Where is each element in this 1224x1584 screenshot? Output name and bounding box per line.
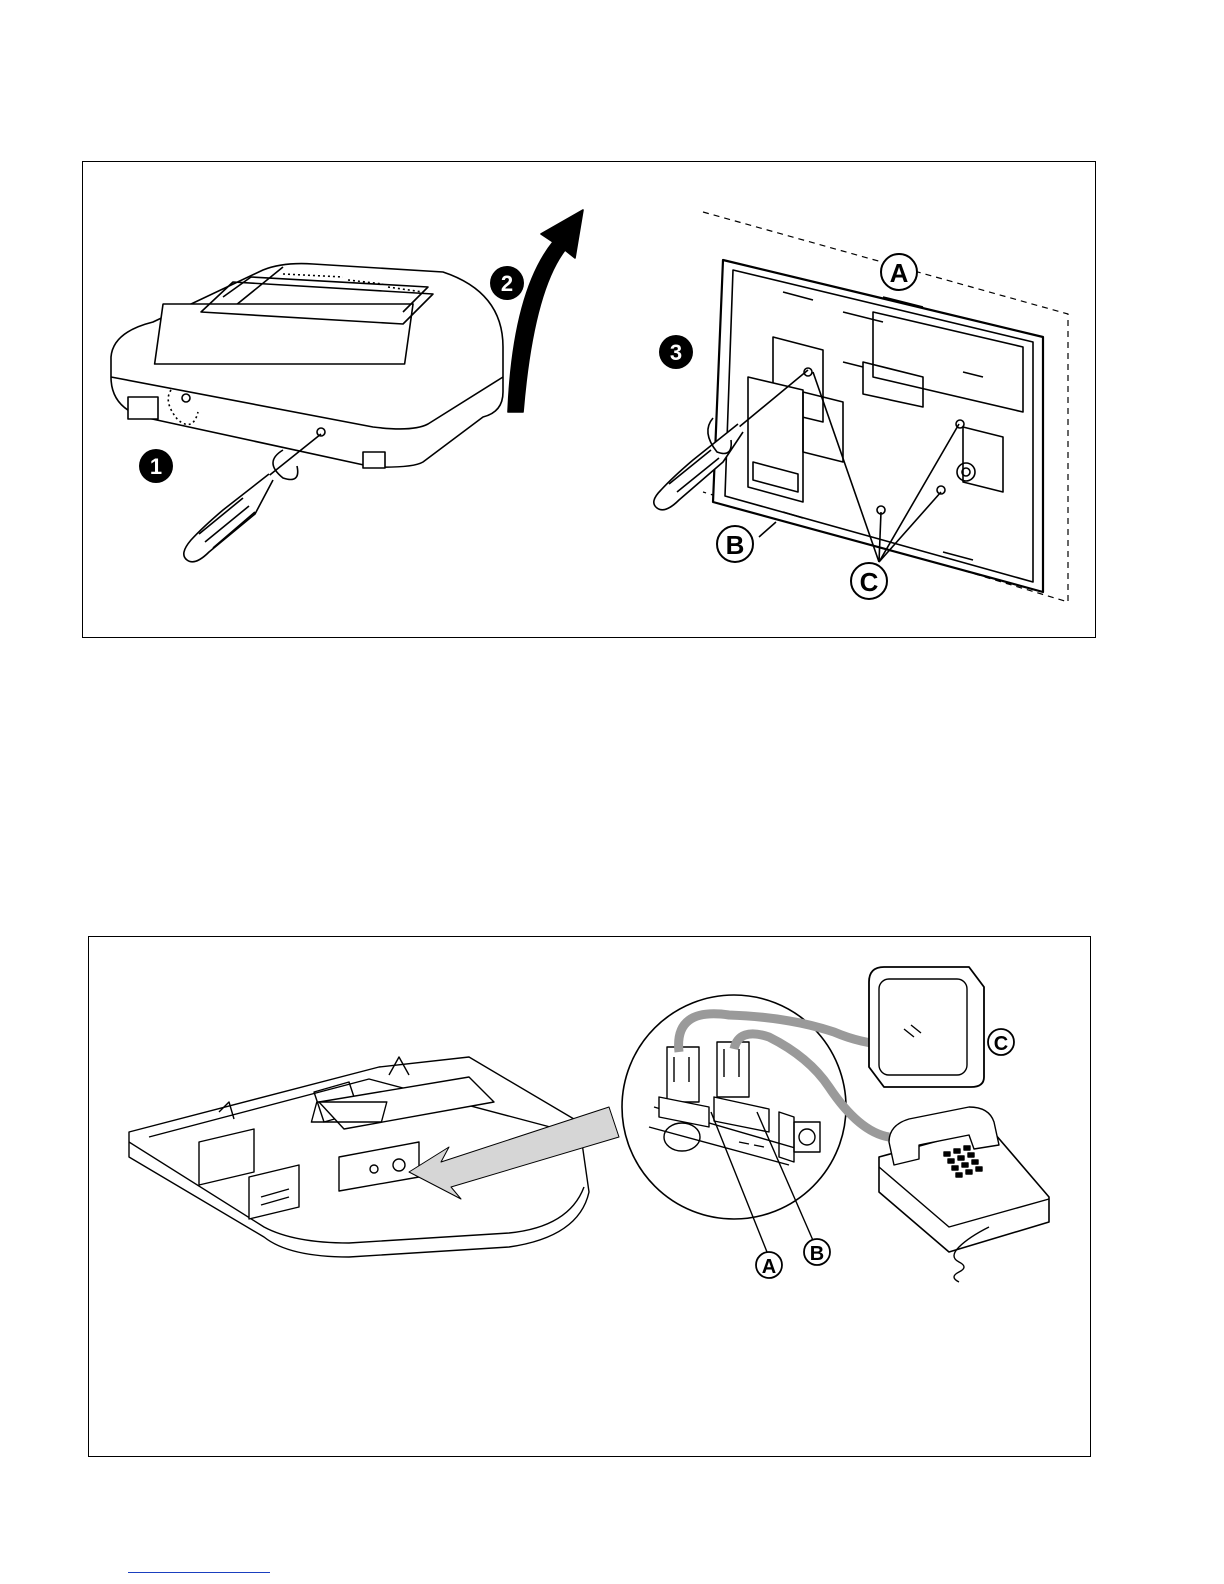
svg-text:C: C	[860, 567, 879, 597]
svg-text:A: A	[890, 258, 909, 288]
callout-a: A	[756, 1252, 782, 1278]
figure-panel-removal: 1 2 3 A B C	[82, 161, 1096, 638]
step-3-marker: 3	[659, 335, 693, 369]
screwdriver-icon	[184, 434, 321, 562]
lift-arrow-icon	[508, 210, 583, 412]
callout-a: A	[881, 254, 917, 290]
callout-c: C	[851, 563, 887, 599]
back-plate	[713, 260, 1043, 592]
step-2-marker: 2	[490, 266, 524, 300]
wall-jack-icon	[869, 967, 984, 1087]
svg-text:A: A	[762, 1256, 776, 1278]
telephone-wiring-diagram: A B C	[89, 937, 1092, 1458]
pointer-line-b	[759, 522, 776, 537]
svg-text:3: 3	[670, 340, 682, 365]
figure-telephone-wiring: A B C	[88, 936, 1091, 1457]
panel-removal-diagram: 1 2 3 A B C	[83, 162, 1097, 639]
control-panel-closed	[111, 264, 503, 468]
svg-text:2: 2	[501, 271, 513, 296]
callout-c: C	[988, 1029, 1014, 1055]
callout-b: B	[717, 526, 753, 562]
step-1-marker: 1	[139, 449, 173, 483]
svg-text:B: B	[810, 1243, 824, 1265]
footer-link-rule	[128, 1572, 270, 1573]
svg-text:C: C	[994, 1033, 1008, 1055]
svg-text:B: B	[726, 530, 745, 560]
svg-text:1: 1	[150, 454, 162, 479]
callout-b: B	[804, 1239, 830, 1265]
telephone-icon	[879, 1107, 1049, 1282]
